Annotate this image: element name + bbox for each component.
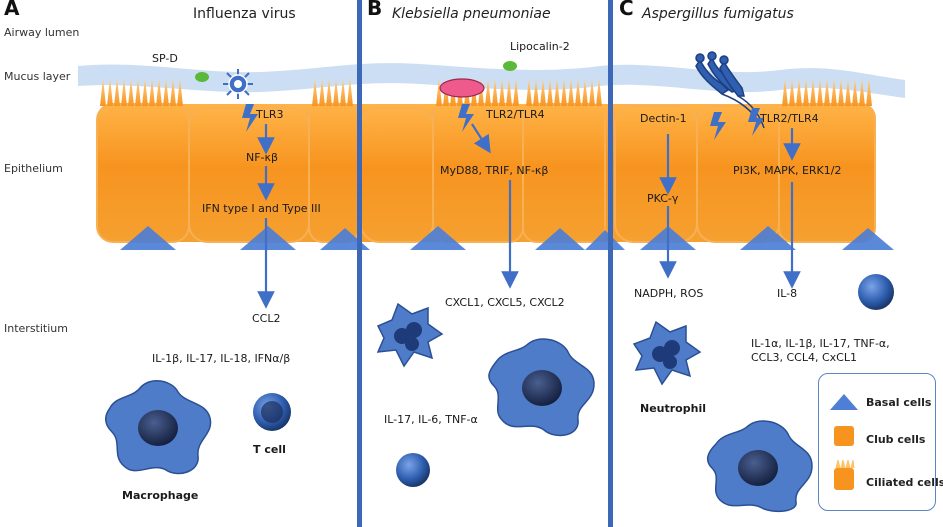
label-ccl2: CCL2 (252, 312, 281, 325)
label-tlr3: TLR3 (256, 108, 284, 121)
label-airway-lumen: Airway lumen (4, 26, 80, 39)
sp-d-molecule (195, 72, 209, 82)
panel-title-a: Influenza virus (193, 6, 296, 22)
label-sp-d: SP-D (152, 52, 178, 65)
legend-label-basal: Basal cells (866, 396, 932, 409)
macrophage-cell (105, 380, 212, 475)
panel-letter-a: A (4, 0, 20, 20)
label-pkc: PKC-γ (647, 192, 679, 205)
macrophage-cell-c (706, 420, 813, 513)
label-il8: IL-8 (777, 287, 798, 300)
t-cell (253, 393, 291, 431)
epithelium-band (96, 103, 876, 243)
panel-letter-b: B (367, 0, 383, 20)
label-cxcl: CXCL1, CXCL5, CXCL2 (445, 296, 565, 309)
label-interstitium: Interstitium (4, 322, 68, 335)
label-nfkb-a: NF-κβ (246, 151, 279, 164)
aspergillus-icon (695, 51, 765, 129)
label-cytokines-b: IL-17, IL-6, TNF-α (384, 413, 478, 426)
label-nadph: NADPH, ROS (634, 287, 704, 300)
label-cytokines-a: IL-1β, IL-17, IL-18, IFNα/β (152, 352, 291, 365)
divider-ab (357, 0, 362, 527)
label-epithelium: Epithelium (4, 162, 63, 175)
label-t-cell: T cell (253, 443, 286, 456)
panel-title-c: Aspergillus fumigatus (642, 6, 794, 22)
legend-swatches (830, 394, 858, 490)
panel-letter-c: C (619, 0, 634, 20)
label-tlr2-tlr4-b: TLR2/TLR4 (486, 108, 545, 121)
klebsiella-bacterium-icon (439, 78, 485, 98)
neutrophil-cell-b (376, 302, 444, 368)
label-neutrophil: Neutrophil (640, 402, 706, 415)
signal-bolts (242, 104, 764, 140)
label-macrophage: Macrophage (122, 489, 199, 502)
panel-title-b: Klebsiella pneumoniae (392, 6, 551, 22)
label-pi3k: PI3K, MAPK, ERK1/2 (733, 164, 842, 177)
label-mucus-layer: Mucus layer (4, 70, 71, 83)
influenza-virus-icon (223, 69, 253, 99)
label-dectin: Dectin-1 (640, 112, 687, 125)
label-myd88: MyD88, TRIF, NF-κβ (440, 164, 549, 177)
macrophage-cell-b (488, 338, 595, 437)
label-tlr2-tlr4-c: TLR2/TLR4 (760, 112, 819, 125)
label-cytokines-c-2: CCL3, CCL4, CxCL1 (751, 351, 857, 364)
pathway-arrows (257, 123, 801, 309)
lipocalin-molecule (503, 61, 517, 71)
t-cell-b (396, 453, 430, 487)
legend-label-ciliated: Ciliated cells (866, 476, 943, 489)
t-cell-c (858, 274, 894, 310)
neutrophil-cell-c (632, 320, 702, 386)
label-ifn: IFN type I and Type III (202, 202, 321, 215)
mucus-layer (78, 63, 905, 98)
label-lipocalin: Lipocalin-2 (510, 40, 570, 53)
legend-label-club: Club cells (866, 433, 926, 446)
divider-bc (608, 0, 613, 527)
label-cytokines-c-1: IL-1α, IL-1β, IL-17, TNF-α, (751, 337, 890, 350)
